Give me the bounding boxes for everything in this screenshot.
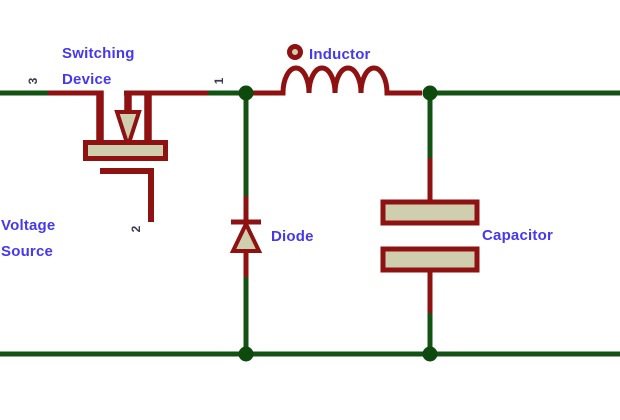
pin-number-1: 1	[212, 77, 226, 85]
diode-label: Diode	[271, 228, 314, 245]
capacitor-top-plate	[380, 199, 480, 226]
voltage-source-label-line2: Source	[1, 243, 54, 260]
pin-number-2: 2	[129, 225, 143, 233]
junction-dot	[238, 346, 254, 362]
voltage-source-label: Voltage Source	[1, 213, 55, 265]
device-body-bar	[83, 140, 168, 161]
junction-dot	[422, 346, 438, 362]
voltage-source-label-line1: Voltage	[1, 217, 56, 234]
switching-device-label-line1: Switching	[62, 45, 135, 62]
switching-device-symbol	[48, 90, 208, 222]
junction-dot	[238, 85, 254, 101]
switching-device-label: Switching Device	[62, 41, 135, 93]
diode-symbol	[229, 93, 263, 354]
inductor-marker-icon	[287, 44, 303, 60]
capacitor-symbol	[380, 93, 480, 354]
capacitor-bottom-plate	[380, 246, 480, 273]
device-arrow	[114, 110, 142, 153]
capacitor-label: Capacitor	[482, 227, 553, 244]
switching-device-label-line2: Device	[62, 71, 112, 88]
pin-number-3: 3	[26, 77, 40, 85]
inductor-symbol	[246, 44, 422, 96]
inductor-coil	[246, 65, 422, 96]
inductor-label: Inductor	[309, 46, 371, 63]
junction-dot	[422, 85, 438, 101]
diode-triangle	[229, 219, 263, 253]
